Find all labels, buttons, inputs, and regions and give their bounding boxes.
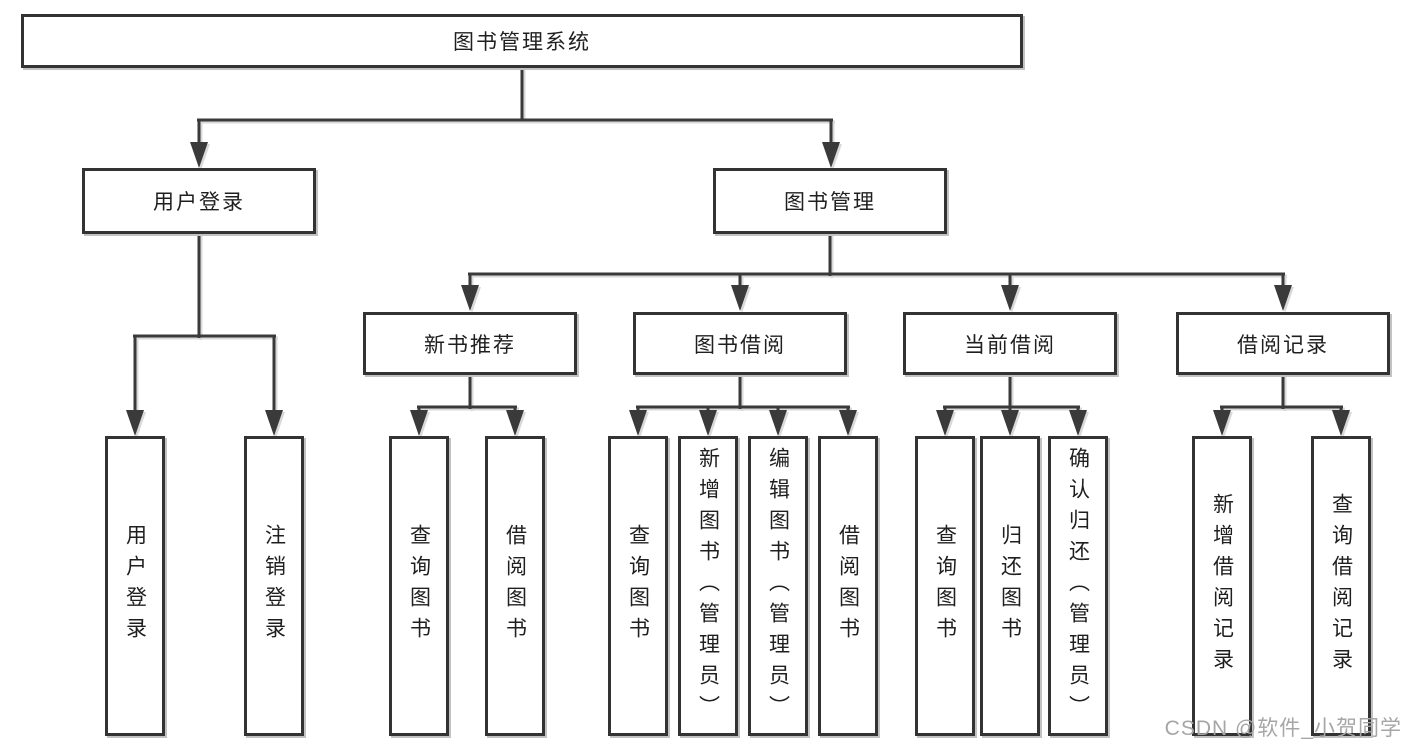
leaf-add-borrow-record: 新增借阅记录 [1192, 436, 1252, 736]
leaf-logout: 注销登录 [244, 436, 304, 736]
leaf-query-books-borrow: 查询图书 [608, 436, 668, 736]
leaf-user-login: 用户登录 [105, 436, 165, 736]
node-label: 查询图书 [407, 524, 431, 648]
node-label: 注销登录 [262, 524, 286, 648]
node-label: 新书推荐 [424, 333, 516, 357]
leaf-query-borrow-record: 查询借阅记录 [1311, 436, 1371, 736]
node-label: 用户登录 [123, 524, 147, 648]
node-label: 新增图书（管理员） [696, 446, 720, 726]
node-label: 查询图书 [933, 524, 957, 648]
leaf-query-books-recommend: 查询图书 [389, 436, 449, 736]
node-label: 新增借阅记录 [1210, 493, 1234, 679]
node-borrowing-records: 借阅记录 [1176, 312, 1390, 375]
node-label: 查询借阅记录 [1329, 493, 1353, 679]
node-label: 借阅图书 [503, 524, 527, 648]
node-book-management-branch: 图书管理 [713, 168, 947, 234]
node-label: 借阅图书 [836, 524, 860, 648]
node-label: 图书管理系统 [453, 31, 591, 54]
node-label: 归还图书 [998, 524, 1022, 648]
node-current-borrowing: 当前借阅 [903, 312, 1117, 375]
node-label: 用户登录 [153, 191, 245, 214]
node-label: 确认归还（管理员） [1066, 446, 1090, 726]
node-book-borrowing: 图书借阅 [633, 312, 847, 375]
csdn-watermark: CSDN @软件_小贺同学 [1164, 717, 1402, 740]
leaf-confirm-return-admin: 确认归还（管理员） [1048, 436, 1108, 736]
node-label: 编辑图书（管理员） [766, 446, 790, 726]
leaf-borrow-books-recommend: 借阅图书 [485, 436, 545, 736]
node-root-library-system: 图书管理系统 [21, 14, 1023, 68]
node-label: 图书管理 [784, 191, 876, 214]
leaf-edit-books-admin: 编辑图书（管理员） [748, 436, 808, 736]
node-label: 图书借阅 [694, 333, 786, 357]
node-label: 查询图书 [626, 524, 650, 648]
node-label: 借阅记录 [1237, 333, 1329, 357]
node-new-book-recommendation: 新书推荐 [363, 312, 577, 375]
leaf-add-books-admin: 新增图书（管理员） [678, 436, 738, 736]
leaf-query-books-current: 查询图书 [915, 436, 975, 736]
node-user-login-branch: 用户登录 [82, 168, 316, 234]
arrowheads [126, 142, 1350, 436]
leaf-borrow-books: 借阅图书 [818, 436, 878, 736]
node-label: 当前借阅 [964, 333, 1056, 357]
leaf-return-books: 归还图书 [980, 436, 1040, 736]
